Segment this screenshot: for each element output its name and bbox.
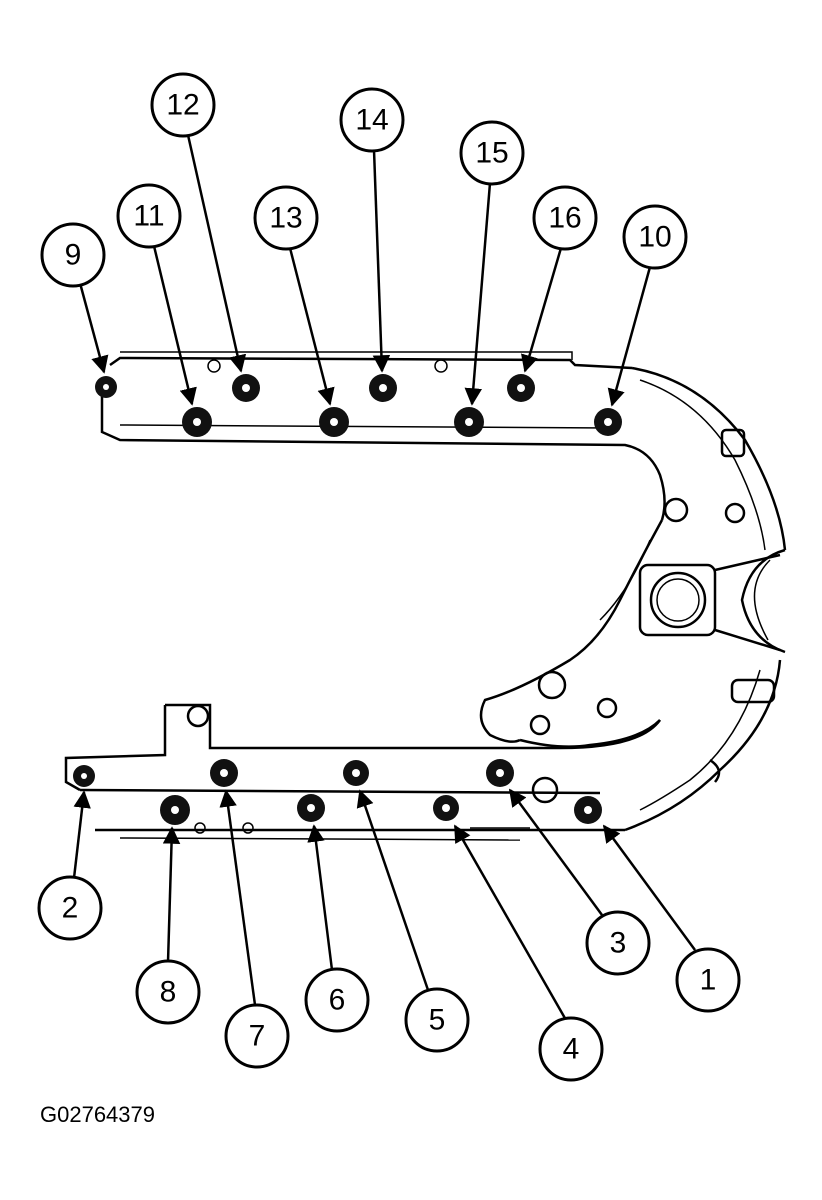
bolt-2 [73,765,95,787]
bolt-10 [594,408,622,436]
leader-9 [78,282,109,374]
bolts [73,374,622,825]
svg-text:15: 15 [475,137,508,170]
callout-3: 3 [585,910,651,976]
bolt-6 [297,794,325,822]
callout-16: 16 [532,185,598,251]
svg-text:7: 7 [249,1020,266,1053]
svg-text:6: 6 [329,984,346,1017]
bolt-15 [454,407,484,437]
svg-text:8: 8 [160,976,177,1009]
callout-14: 14 [339,87,405,153]
callout-12: 12 [150,72,216,138]
bolt-16 [507,374,535,402]
bolt-9 [95,376,117,398]
leader-11 [152,245,197,406]
figure-code: G02764379 [40,1102,155,1127]
bolt-3 [486,759,514,787]
bolt-12 [232,374,260,402]
leader-6 [307,824,334,971]
leader-1 [602,824,697,951]
bolt-7 [210,759,238,787]
callouts: 1 2 3 4 5 6 7 8 9 10 11 12 13 14 15 16 [37,72,741,1082]
svg-text:1: 1 [700,964,717,997]
leader-14 [372,149,391,373]
leader-2 [72,790,91,879]
bolt-11 [182,407,212,437]
manifold-outline [64,351,787,841]
callout-10: 10 [622,204,688,270]
leader-10 [607,266,652,407]
svg-text:12: 12 [166,89,199,122]
leader-lines [72,134,697,1021]
callout-2: 2 [37,875,103,941]
svg-text:9: 9 [65,239,82,272]
bolt-1 [574,796,602,824]
svg-text:10: 10 [638,221,671,254]
callout-9: 9 [40,222,106,288]
leader-16 [521,247,563,373]
svg-text:11: 11 [133,200,164,233]
svg-text:2: 2 [62,892,79,925]
callout-8: 8 [135,959,201,1025]
leader-12 [186,134,247,373]
callout-11: 11 [116,183,182,249]
svg-text:5: 5 [429,1004,446,1037]
leader-4 [453,824,568,1021]
leader-15 [464,182,492,406]
svg-text:13: 13 [269,202,302,235]
svg-text:4: 4 [563,1033,580,1066]
bolt-14 [369,374,397,402]
callout-15: 15 [459,120,525,186]
callout-13: 13 [253,185,319,251]
leader-7 [219,789,257,1006]
svg-text:14: 14 [355,104,388,137]
svg-text:16: 16 [548,202,581,235]
callout-4: 4 [538,1016,604,1082]
callout-1: 1 [675,947,741,1013]
leader-3 [508,788,604,916]
leader-13 [288,247,335,406]
bolt-4 [433,795,459,821]
leader-5 [356,789,430,991]
leader-8 [162,826,181,963]
callout-5: 5 [404,987,470,1053]
bolt-5 [343,760,369,786]
svg-text:3: 3 [610,927,627,960]
callout-6: 6 [304,967,370,1033]
bolt-8 [160,795,190,825]
callout-7: 7 [224,1003,290,1069]
bolt-13 [319,407,349,437]
